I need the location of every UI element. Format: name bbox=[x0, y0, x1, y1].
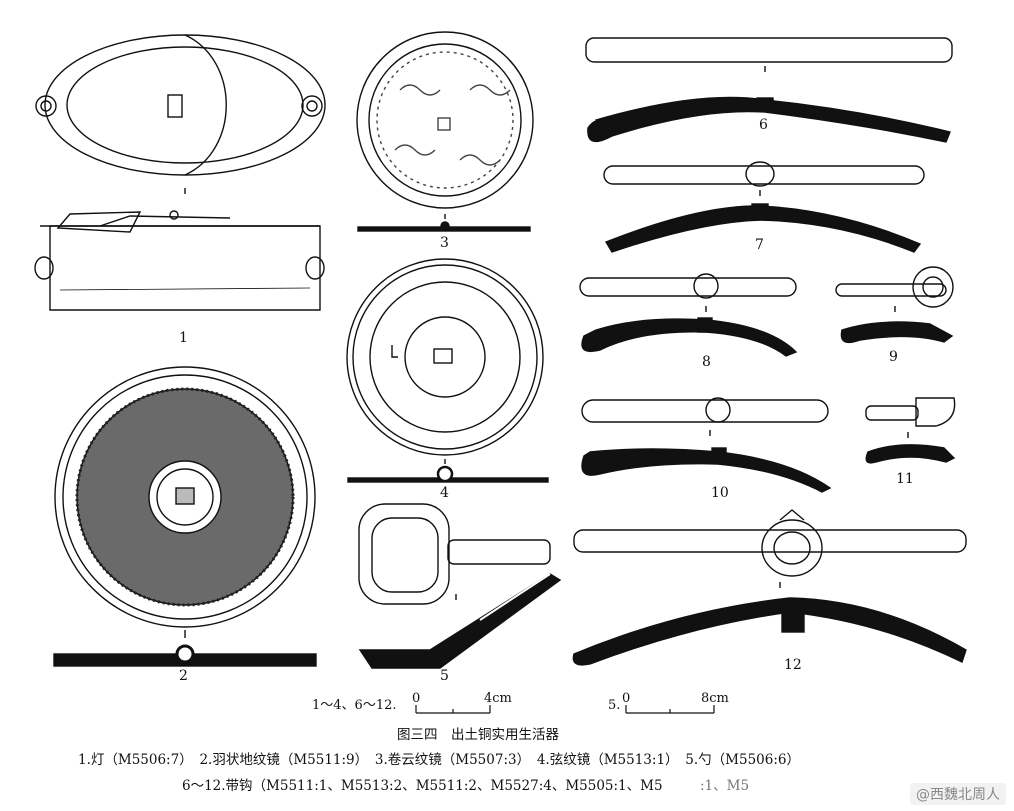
watermark: @西魏北周人 bbox=[910, 783, 1006, 805]
scale-a-range: 1～4、6～12. bbox=[312, 698, 397, 713]
string-pattern-mirror bbox=[346, 258, 549, 483]
caption-line-2-tail: :1、M5 bbox=[700, 778, 750, 794]
belt-hook-9 bbox=[835, 266, 954, 344]
scale-b-start: 0 bbox=[622, 691, 631, 706]
label-8: 8 bbox=[702, 354, 711, 370]
caption-line-2: 6～12.带钩（M5511:1、M5513:2、M5511:2、M5527:4、… bbox=[182, 778, 663, 794]
scale-b-range: 5. bbox=[608, 698, 621, 713]
scale-a-start: 0 bbox=[412, 691, 421, 706]
feather-pattern-mirror bbox=[53, 366, 317, 667]
lamp-side-view bbox=[34, 210, 325, 311]
belt-hook-12 bbox=[572, 509, 967, 666]
label-3: 3 bbox=[440, 235, 449, 251]
lamp-top-view bbox=[35, 34, 326, 194]
scale-b-end: 8cm bbox=[701, 691, 729, 706]
label-9: 9 bbox=[889, 349, 898, 365]
belt-hook-8 bbox=[579, 273, 798, 357]
label-5: 5 bbox=[440, 668, 449, 684]
label-6: 6 bbox=[759, 117, 768, 133]
cloud-pattern-mirror bbox=[356, 31, 534, 232]
label-7: 7 bbox=[755, 237, 764, 253]
label-11: 11 bbox=[896, 471, 914, 487]
belt-hook-10 bbox=[581, 397, 832, 493]
belt-hook-6 bbox=[585, 37, 953, 143]
caption-line-1: 1.灯（M5506:7） 2.羽状地纹镜（M5511:9） 3.卷云纹镜（M55… bbox=[78, 752, 800, 768]
belt-hook-11 bbox=[865, 397, 956, 464]
label-4: 4 bbox=[440, 485, 449, 501]
scale-bar-large bbox=[625, 705, 715, 714]
ladle bbox=[358, 503, 562, 669]
label-10: 10 bbox=[711, 485, 729, 501]
label-12: 12 bbox=[784, 657, 802, 673]
label-2: 2 bbox=[179, 668, 188, 684]
belt-hook-7 bbox=[603, 161, 925, 253]
label-1: 1 bbox=[179, 330, 188, 346]
scale-a-end: 4cm bbox=[484, 691, 512, 706]
figure-title: 图三四 出土铜实用生活器 bbox=[397, 727, 559, 743]
scale-bar-small bbox=[415, 705, 491, 714]
